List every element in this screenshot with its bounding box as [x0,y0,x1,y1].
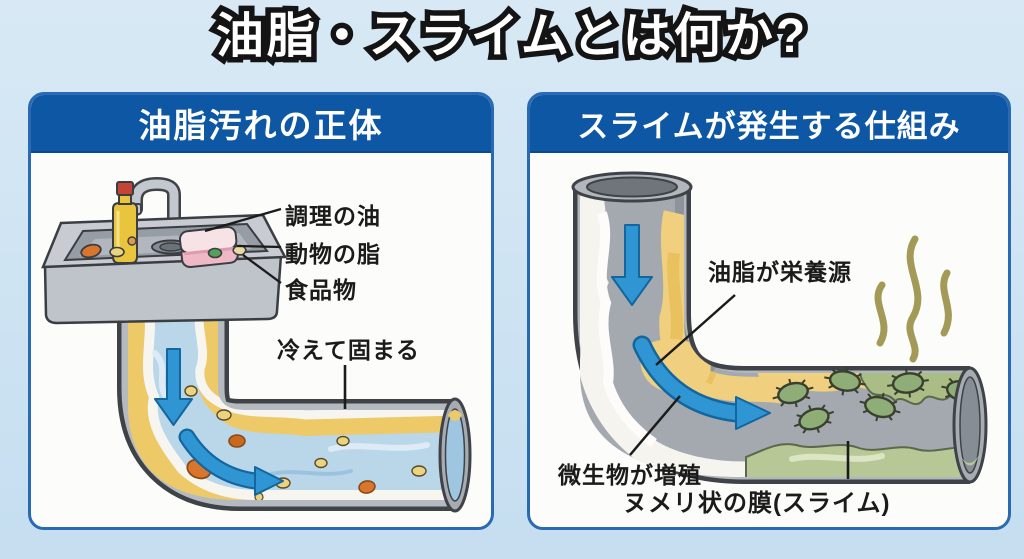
page-title-text: 油脂・スライムとは何か? [215,10,809,63]
pipe-top-opening [571,171,693,203]
label-cools-hardens: 冷えて固まる [277,337,420,363]
flow-arrow-curve-icon [632,335,771,430]
drain-pipe-illustration [117,303,472,513]
kitchen-sink-illustration [41,176,288,325]
pipe-open-end [438,397,472,513]
grease-sink-illustration [41,176,472,513]
flow-arrow-down-icon [611,224,653,306]
label-cooking-oil: 調理の油 [285,203,381,229]
page-title-outline: 油脂・スライムとは何か? [210,5,810,69]
page-title: 油脂・スライムとは何か? 油脂・スライムとは何か? [0,4,1024,76]
label-grease-nutrient: 油脂が栄養源 [708,259,852,285]
panel-slime-mechanism: スライムが発生する仕組み [527,92,1011,530]
flow-arrow-down-icon [154,348,193,426]
panel-right-header: スライムが発生する仕組み [530,95,1008,153]
pipe-open-end [952,366,988,484]
label-food-scraps: 食品物 [285,277,357,303]
odor-lines-icon [874,235,952,363]
food-scraps-icons [80,236,247,259]
grease-foam [142,303,461,500]
sewer-pipe-illustration [571,171,988,484]
animal-fat-block [178,225,239,269]
label-slime-film: ヌメリ状の膜(スライム) [623,490,891,517]
panel-grease-identity: 油脂汚れの正体 [28,92,494,530]
grease-deposit [128,303,461,500]
foam-deposit [580,187,746,477]
label-pointer-lines [204,207,347,409]
food-particles [184,385,427,500]
flow-arrow-curve-icon [178,428,284,496]
label-pointer-lines [629,294,850,479]
slime-pipe-illustration [571,171,988,484]
panel-left-header: 油脂汚れの正体 [31,95,491,153]
label-animal-fat: 動物の脂 [285,241,381,267]
grease-foam [194,303,461,420]
label-microbes-multiply: 微生物が増殖 [558,462,702,488]
